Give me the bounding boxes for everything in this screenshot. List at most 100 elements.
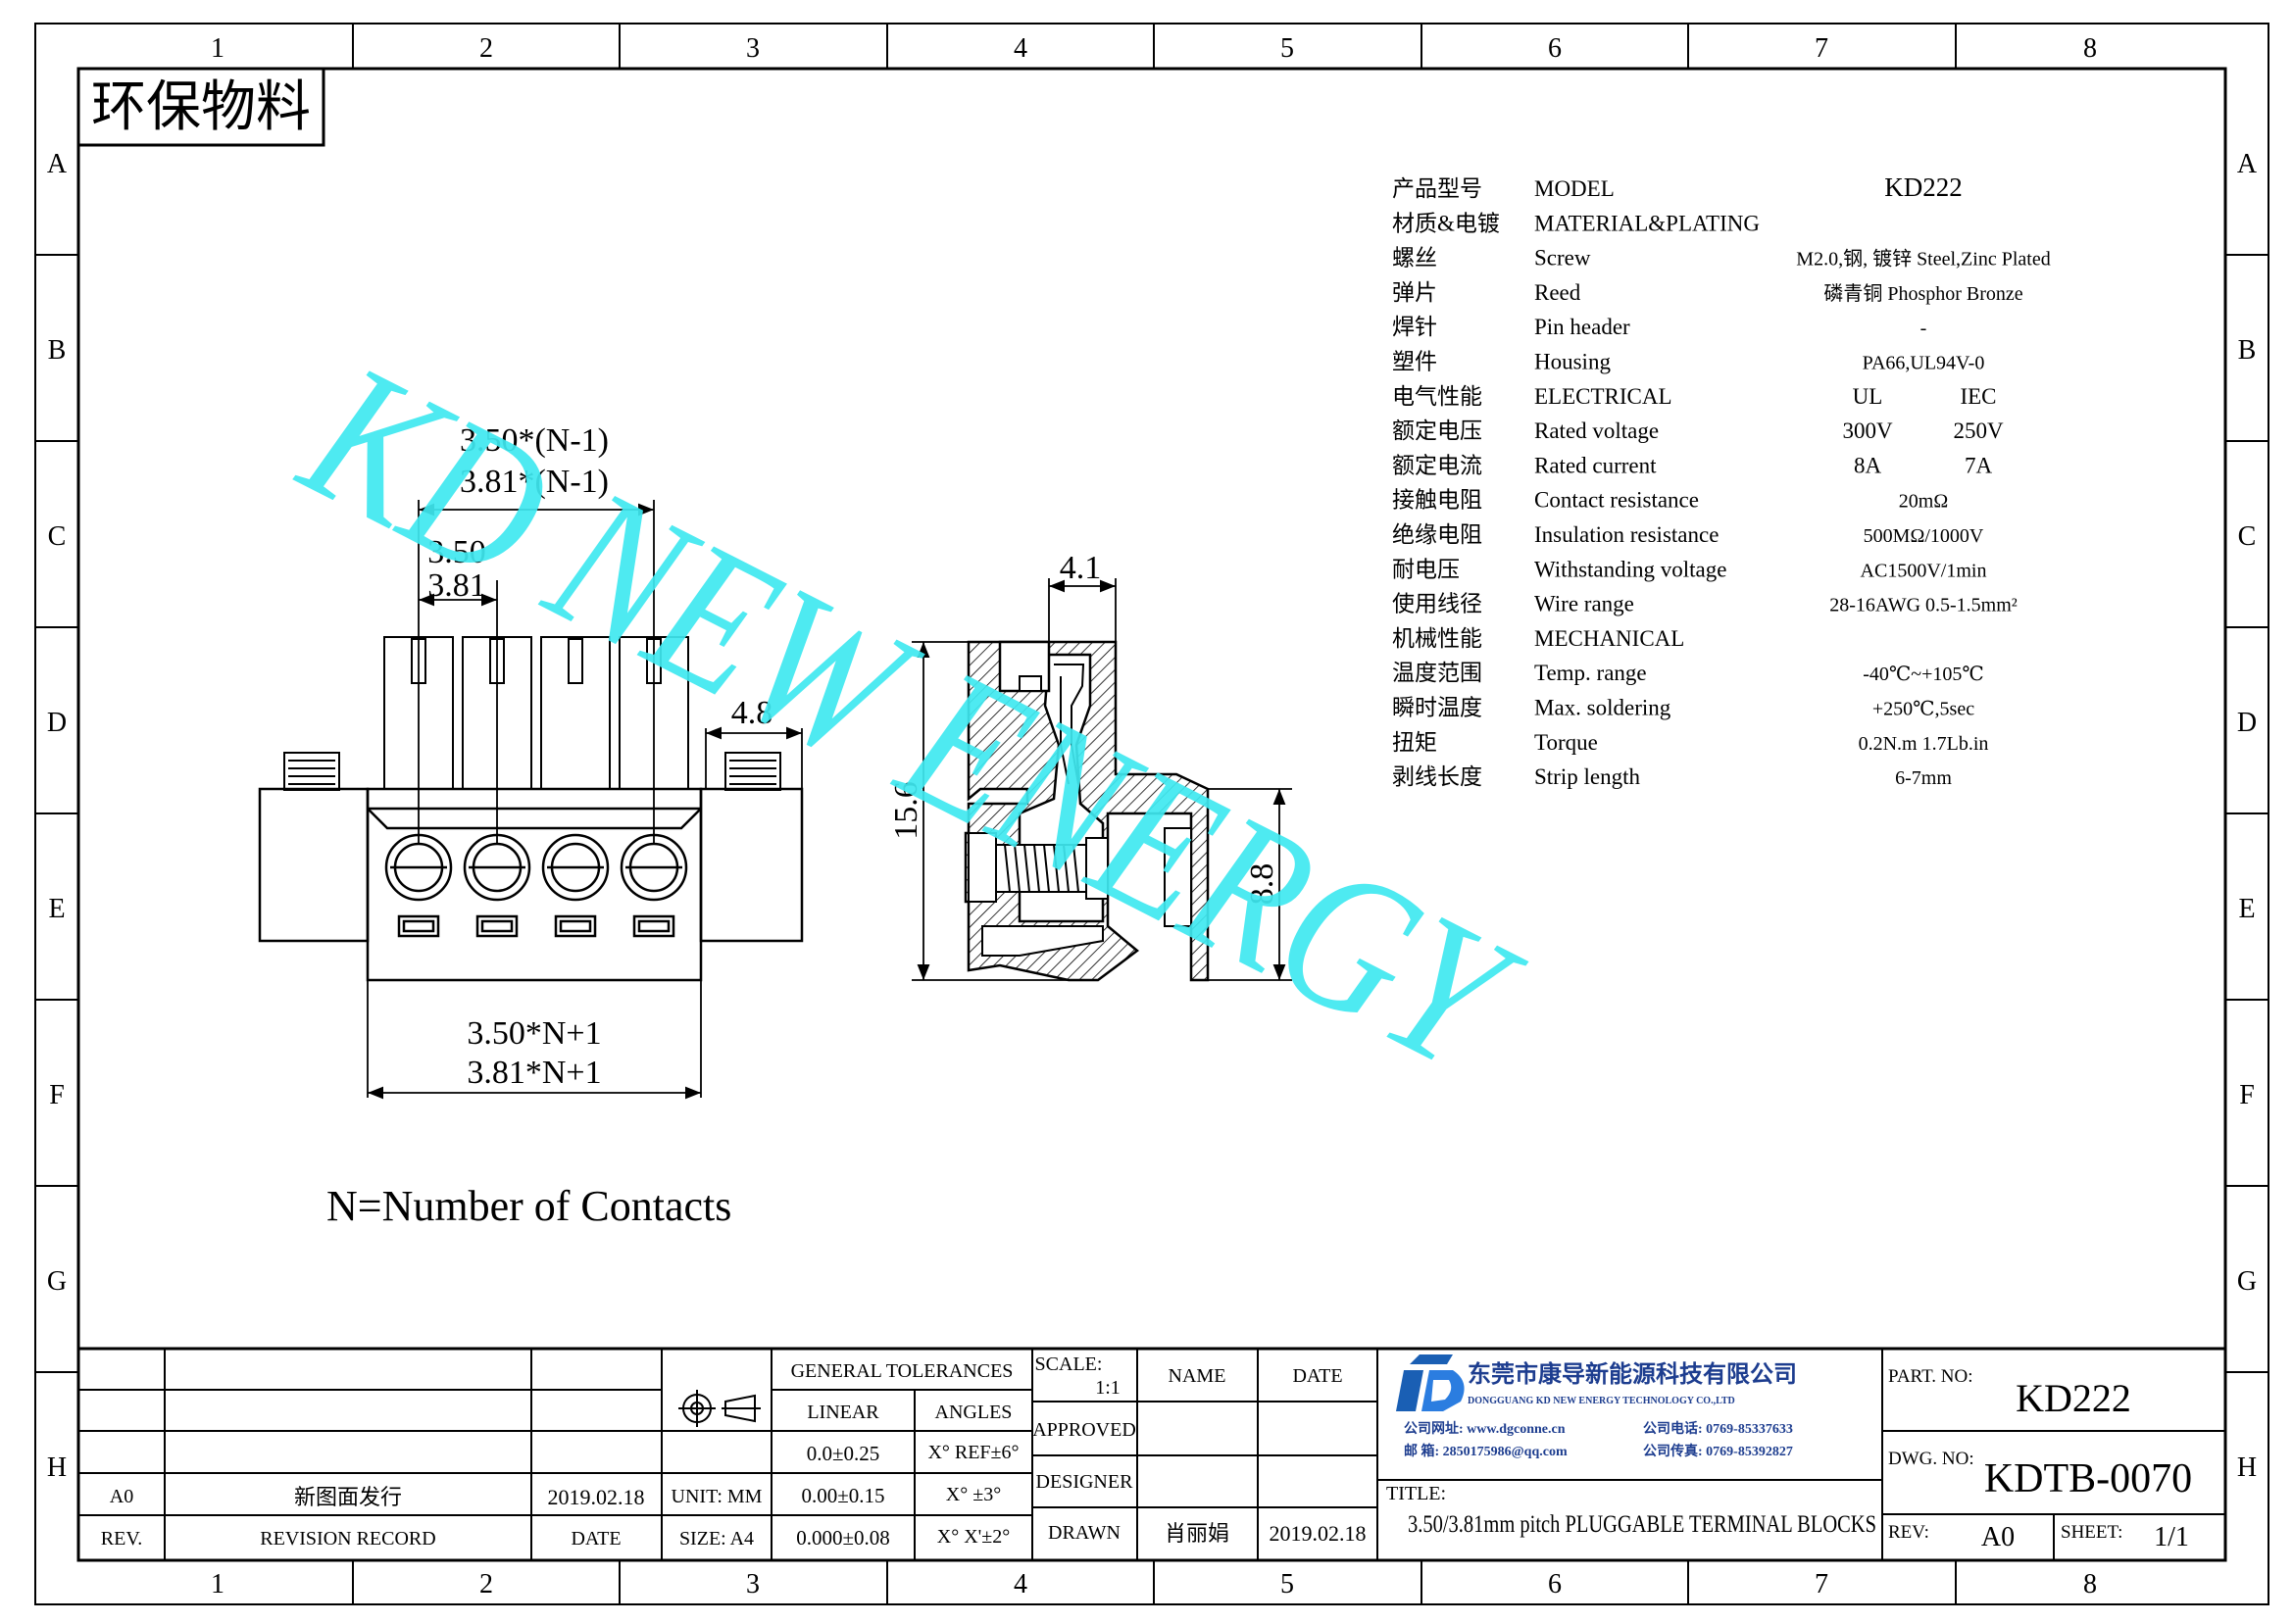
grid-dividers	[35, 24, 2268, 1604]
spec-value: 500MΩ/1000V	[1864, 525, 1984, 547]
flange-screw-right	[724, 752, 781, 791]
grid-row-right: A	[2237, 149, 2258, 179]
grid-row-left: E	[48, 894, 65, 924]
grid-col-top: 3	[746, 33, 760, 64]
grid-col-bottom: 3	[746, 1569, 760, 1599]
spec-label-en: Screw	[1534, 246, 1591, 271]
grid-col-top: 5	[1280, 33, 1294, 64]
spec-value: M2.0,钢, 镀锌 Steel,Zinc Plated	[1796, 248, 2050, 271]
grid-col-top: 7	[1815, 33, 1828, 64]
spec-label-cn: 塑件	[1392, 350, 1437, 374]
side-dimension-text: 4.1 15.6 8.8	[888, 550, 1280, 905]
tolerance-l1: 0.0±0.25	[807, 1442, 880, 1465]
front-dimensions	[367, 500, 803, 1100]
dwg-no-value: KDTB-0070	[1984, 1456, 2192, 1501]
tolerance-l3: 0.000±0.08	[796, 1526, 890, 1550]
spec-label-en: Strip length	[1534, 764, 1640, 789]
title-value: 3.50/3.81mm pitch PLUGGABLE TERMINAL BLO…	[1408, 1511, 1876, 1538]
model-value: KD222	[1884, 172, 1963, 202]
dim-width-350: 3.50*N+1	[467, 1015, 601, 1052]
rev-value: A0	[1981, 1522, 2015, 1552]
grid-row-left: B	[48, 335, 67, 366]
drawing-title: TITLE: 3.50/3.81mm pitch PLUGGABLE TERMI…	[1386, 1366, 2192, 1552]
spec-value-iec: 7A	[1965, 453, 1993, 477]
right-flange	[699, 787, 804, 943]
eco-label: 环保物料	[76, 67, 325, 147]
spec-label-en: MATERIAL&PLATING	[1534, 211, 1760, 235]
rev-record-entry: 新图面发行	[294, 1485, 402, 1509]
spec-value: +250℃,5sec	[1872, 699, 1974, 720]
dwg-no-label: DWG. NO:	[1888, 1449, 1974, 1469]
tolerance-angles: ANGLES	[935, 1402, 1013, 1423]
spec-label-cn: 额定电压	[1392, 418, 1482, 443]
spring-reed	[1054, 664, 1085, 785]
spec-label-cn: 瞬时温度	[1392, 696, 1482, 720]
tolerance-a2: X° ±3°	[946, 1484, 1001, 1505]
flange-screw-left	[283, 752, 340, 791]
spec-label-en: Reed	[1534, 280, 1581, 305]
spec-label-en: Max. soldering	[1534, 696, 1671, 720]
company-phone: 公司电话: 0769-85337633	[1643, 1420, 1793, 1437]
dim-side-height: 15.6	[888, 781, 924, 840]
tolerance-l2: 0.00±0.15	[801, 1484, 884, 1507]
designer-label: DESIGNER	[1036, 1471, 1134, 1493]
spec-label-cn: 弹片	[1392, 280, 1437, 305]
spec-label-en: Housing	[1534, 350, 1611, 374]
spec-label-cn: 产品型号	[1392, 176, 1482, 201]
grid-col-bottom: 4	[1014, 1569, 1027, 1599]
spec-value-iec: 250V	[1953, 418, 2004, 443]
spec-label-en: Rated voltage	[1534, 418, 1659, 443]
spec-label-cn: 额定电流	[1392, 453, 1482, 477]
part-no-label: PART. NO:	[1888, 1366, 1973, 1387]
spec-label-cn: 扭矩	[1392, 730, 1437, 755]
company-logo-icon	[1396, 1354, 1465, 1411]
spec-value: 磷青铜 Phosphor Bronze	[1823, 282, 2022, 305]
spec-label-cn: 电气性能	[1392, 384, 1482, 409]
grid-col-top: 2	[479, 33, 493, 64]
spec-label-en: Temp. range	[1534, 661, 1647, 685]
spec-value: 20mΩ	[1899, 491, 1948, 513]
rev-entry: A0	[110, 1486, 133, 1507]
grid-col-top: 4	[1014, 33, 1027, 64]
approved-label: APPROVED	[1032, 1419, 1136, 1441]
dim-pitch-350: 3.50	[427, 534, 486, 570]
grid-row-left: D	[47, 708, 67, 738]
size-label: SIZE: A4	[679, 1528, 754, 1550]
grid-col-top: 1	[211, 33, 224, 64]
spec-label-cn: 绝缘电阻	[1392, 522, 1482, 547]
company-email: 邮 箱: 2850175986@qq.com	[1404, 1443, 1568, 1459]
left-flange	[258, 787, 370, 943]
dim-flange: 4.8	[731, 695, 773, 731]
spec-label-cn: 螺丝	[1392, 246, 1437, 271]
sheet-label: SHEET:	[2061, 1522, 2122, 1543]
spec-label-en: Rated current	[1534, 453, 1657, 477]
grid-row-right: B	[2238, 335, 2257, 366]
rev-record-header: REVISION RECORD	[260, 1528, 435, 1550]
company-website: 公司网址: www.dgconne.cn	[1404, 1420, 1566, 1437]
spec-label-cn: 机械性能	[1392, 626, 1482, 651]
drawn-label: DRAWN	[1048, 1522, 1121, 1544]
grid-col-bottom: 6	[1548, 1569, 1562, 1599]
dim-pitch-total-350: 3.50*(N-1)	[460, 422, 609, 459]
tolerance-a1: X° REF±6°	[927, 1442, 1019, 1463]
side-dimensions	[912, 578, 1292, 981]
drawn-name: 肖丽娟	[1165, 1521, 1229, 1546]
dim-width-381: 3.81*N+1	[467, 1055, 601, 1091]
spec-label-en: Contact resistance	[1534, 488, 1699, 513]
rev-label: REV:	[1888, 1522, 1929, 1543]
grid-col-bottom: 2	[479, 1569, 493, 1599]
spec-label-cn: 焊针	[1392, 315, 1437, 339]
grid-row-labels: A B C D E F G H A B C D E F G H	[47, 149, 2258, 1483]
rev-header: REV.	[101, 1528, 142, 1550]
grid-row-right: C	[2238, 521, 2257, 552]
tolerance-header: GENERAL TOLERANCES	[791, 1360, 1014, 1382]
rev-date-header: DATE	[571, 1528, 621, 1550]
spec-value-ul: 300V	[1842, 418, 1893, 443]
grid-row-right: F	[2239, 1080, 2255, 1110]
grid-row-right: D	[2237, 708, 2257, 738]
grid-col-top: 6	[1548, 33, 1562, 64]
company-info: 东莞市康导新能源科技有限公司 DONGGUANG KD NEW ENERGY T…	[1404, 1360, 1797, 1459]
name-header: NAME	[1169, 1365, 1226, 1387]
tolerance-a3: X° X'±2°	[937, 1526, 1010, 1548]
